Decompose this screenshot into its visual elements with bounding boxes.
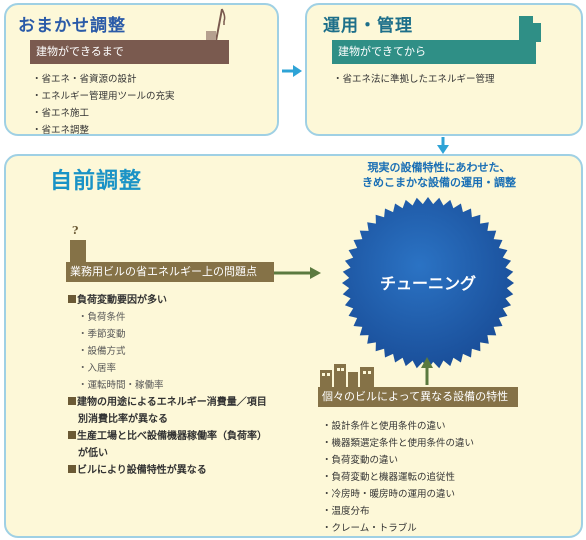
- list-item: ・クレーム・トラブル: [322, 523, 417, 534]
- issue-head: 生産工場と比べ設備機器稼働率（負荷率）: [68, 428, 267, 445]
- right-arrow-icon: [282, 65, 302, 77]
- right-arrow-icon: [274, 267, 321, 279]
- unyou-title: 運用・管理: [323, 16, 413, 36]
- square-bullet-icon: [68, 397, 76, 405]
- issue-head: 負荷変動要因が多い: [68, 292, 267, 309]
- square-bullet-icon: [68, 295, 76, 303]
- issue-sub: ・季節変動: [78, 329, 126, 340]
- list-item: ・機器類選定条件と使用条件の違い: [322, 438, 475, 449]
- list-item: ・冷房時・暖房時の運用の違い: [322, 489, 456, 500]
- list-item: ・省エネ法に準拠したエネルギー管理: [333, 74, 495, 85]
- tuning-note: 現実の設備特性にあわせた、 きめこまかな設備の運用・調整: [344, 160, 534, 190]
- buildings-icon: [320, 364, 374, 388]
- tuning-gear: チューニング: [342, 197, 514, 369]
- question-mark-icon: ?: [72, 224, 79, 237]
- unyou-list: ・省エネ法に準拠したエネルギー管理: [333, 71, 495, 88]
- issue-sub: ・負荷条件: [78, 312, 126, 323]
- issue-head-text: ビルにより設備特性が異なる: [77, 465, 207, 476]
- list-item: ・エネルギー管理用ツールの充実: [32, 91, 175, 102]
- omakase-title: おまかせ調整: [18, 16, 126, 36]
- issues-list: 負荷変動要因が多い ・負荷条件 ・季節変動 ・設備方式 ・入居率 ・運転時間・稼…: [68, 292, 267, 479]
- issue-sub: ・運転時間・稼働率: [78, 380, 164, 391]
- traits-list: ・設計条件と使用条件の違い ・機器類選定条件と使用条件の違い ・負荷変動の違い …: [322, 418, 474, 537]
- tuning-label: チューニング: [380, 274, 476, 293]
- building-icon: [533, 23, 541, 42]
- issue-head-cont: が低い: [78, 448, 108, 459]
- issues-bar: 業務用ビルの省エネルギー上の問題点: [66, 262, 274, 282]
- list-item: ・省エネ施工: [32, 108, 90, 119]
- gear-shape: [342, 197, 514, 369]
- issue-head-text: 建物の用途によるエネルギー消費量／項目: [77, 397, 267, 408]
- issue-head: 建物の用途によるエネルギー消費量／項目: [68, 394, 267, 411]
- down-arrow-icon: [437, 137, 449, 154]
- unyou-panel: 運用・管理 建物ができてから ・省エネ法に準拠したエネルギー管理: [305, 3, 583, 136]
- list-item: ・省エネ・省資源の設計: [32, 74, 137, 85]
- tuning-note-line2: きめこまかな設備の運用・調整: [362, 176, 516, 189]
- square-bullet-icon: [68, 465, 76, 473]
- list-item: ・温度分布: [322, 506, 370, 517]
- issue-head-cont: 別消費比率が異なる: [78, 414, 168, 425]
- omakase-list: ・省エネ・省資源の設計 ・エネルギー管理用ツールの充実 ・省エネ施工 ・省エネ調…: [32, 71, 175, 139]
- list-item: ・設計条件と使用条件の違い: [322, 421, 446, 432]
- crane-icon: [215, 8, 226, 42]
- unyou-bar: 建物ができてから: [332, 40, 536, 64]
- traits-bar: 個々のビルによって異なる設備の特性: [318, 387, 518, 407]
- jimae-panel: 自前調整: [4, 154, 583, 538]
- issue-head-text: 負荷変動要因が多い: [77, 295, 167, 306]
- square-bullet-icon: [68, 431, 76, 439]
- issue-sub: ・入居率: [78, 363, 117, 374]
- omakase-bar: 建物ができるまで: [30, 40, 229, 64]
- omakase-panel: おまかせ調整 建物ができるまで ・省エネ・省資源の設計 ・エネルギー管理用ツール…: [4, 3, 279, 136]
- issue-head-text: 生産工場と比べ設備機器稼働率（負荷率）: [77, 431, 267, 442]
- list-item: ・負荷変動と機器運転の追従性: [322, 472, 456, 483]
- building-icon: [519, 16, 533, 42]
- jimae-title: 自前調整: [50, 168, 143, 194]
- issue-sub: ・設備方式: [78, 346, 126, 357]
- list-item: ・省エネ調整: [32, 125, 90, 136]
- building-icon: [70, 240, 86, 262]
- up-arrow-icon: [421, 357, 433, 385]
- issue-head: ビルにより設備特性が異なる: [68, 462, 267, 479]
- building-icon: [206, 31, 216, 41]
- list-item: ・負荷変動の違い: [322, 455, 399, 466]
- tuning-note-line1: 現実の設備特性にあわせた、: [367, 161, 511, 174]
